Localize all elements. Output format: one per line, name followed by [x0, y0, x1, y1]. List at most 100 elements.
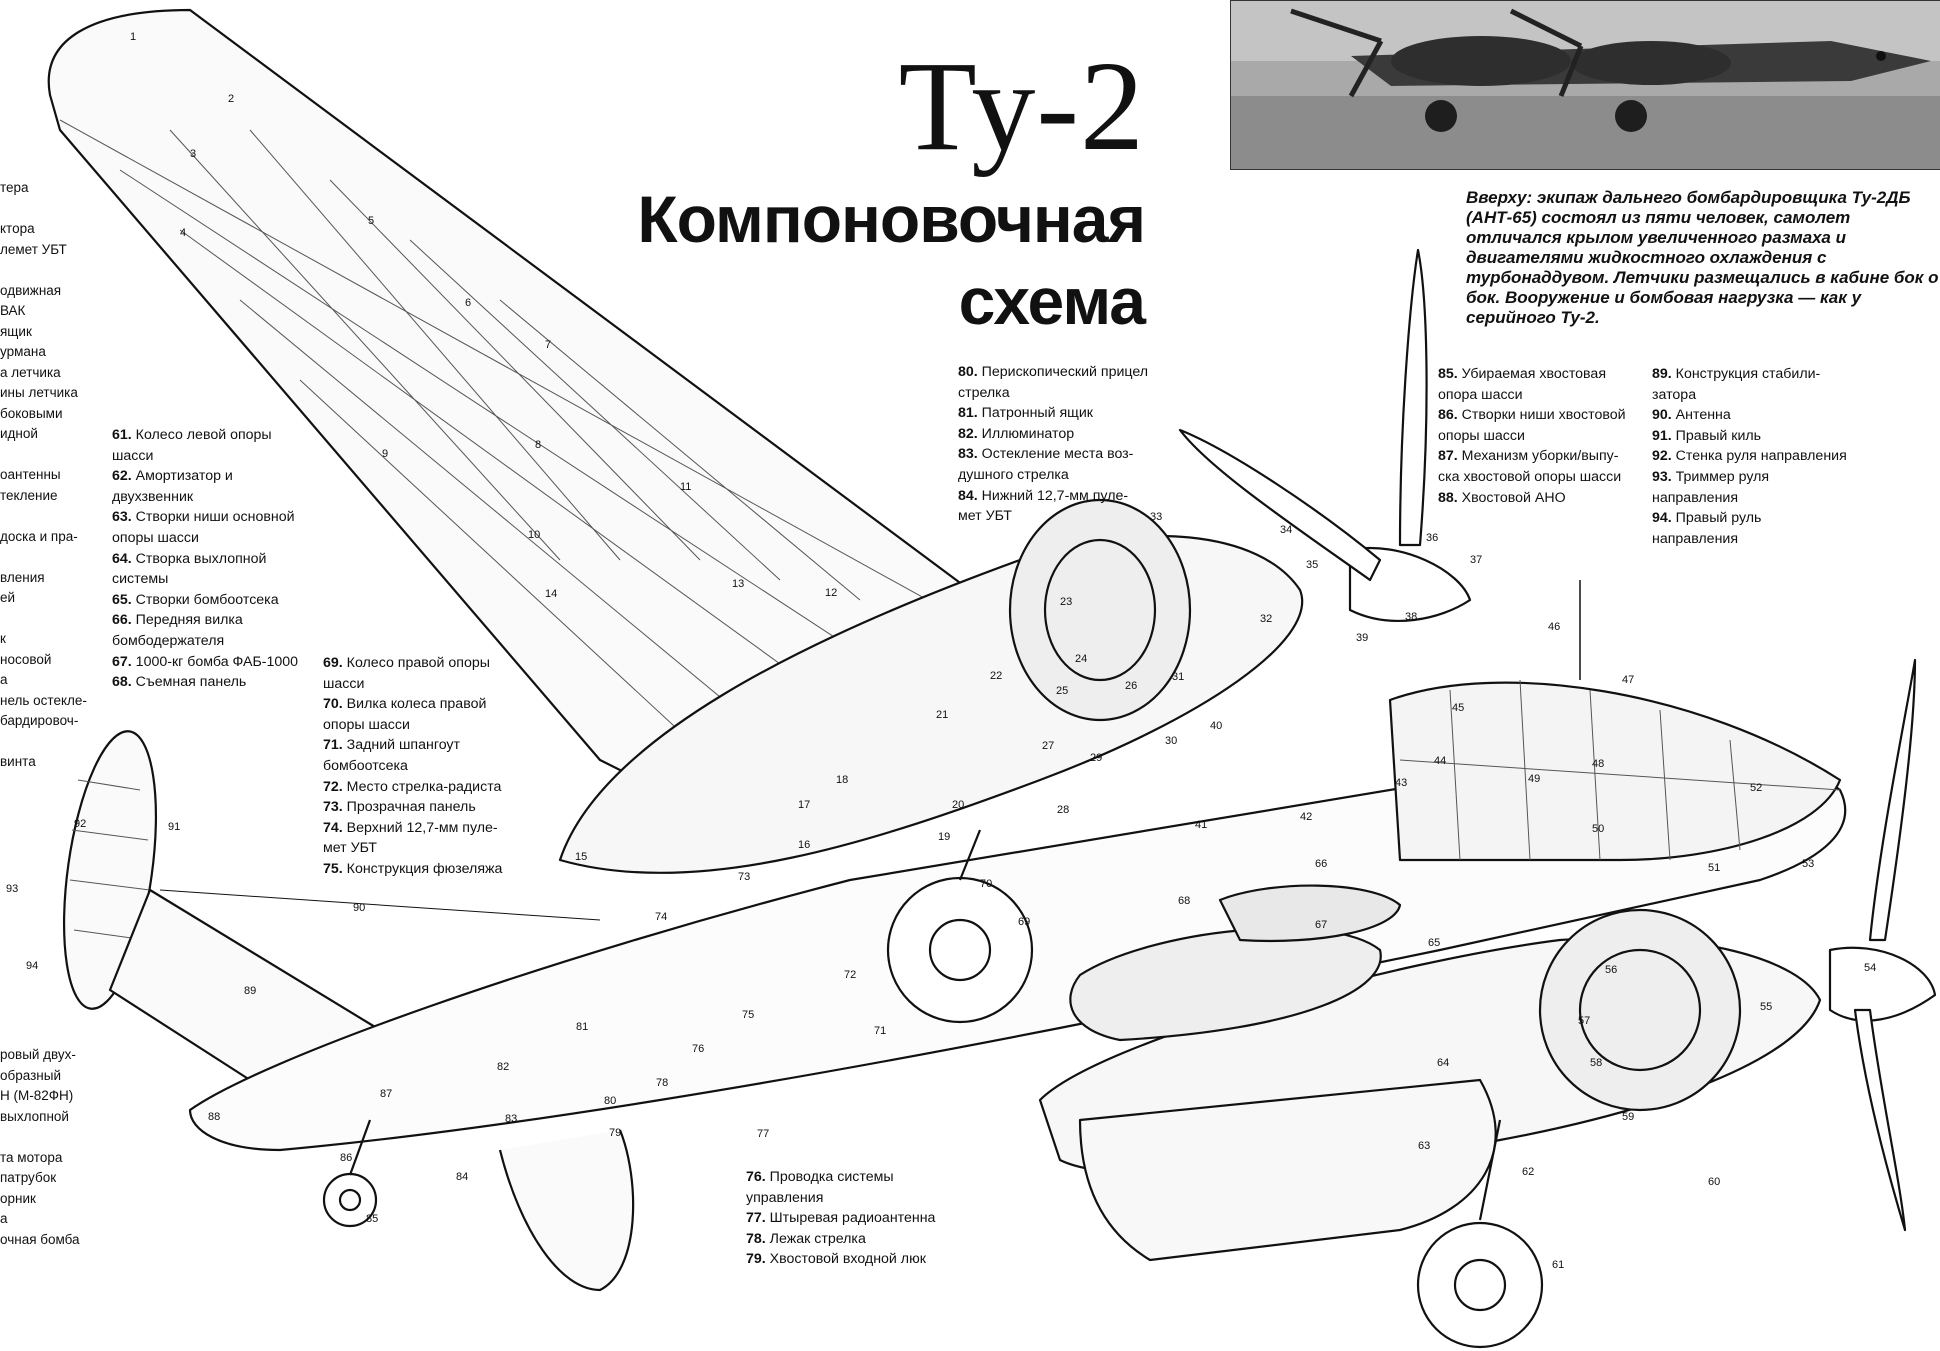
edge-text-fragment: ровый двух- [0, 1047, 76, 1062]
callout-78: 78 [656, 1077, 668, 1089]
edge-text-fragment [0, 260, 87, 281]
callout-79: 79 [609, 1127, 621, 1139]
legend-item-text: Нижний 12,7-мм пуле- мет УБТ [958, 487, 1129, 525]
callout-45: 45 [1452, 702, 1464, 714]
edge-text-fragment: оантенны [0, 467, 61, 482]
legend-item: 74. Верхний 12,7-мм пуле- мет УБТ [323, 818, 523, 859]
callout-85: 85 [366, 1213, 378, 1225]
callout-34: 34 [1280, 524, 1292, 536]
legend-item: 89. Конструкция стабили- затора [1652, 364, 1852, 405]
legend-item-text: Амортизатор и двухзвенник [112, 468, 233, 505]
legend-item: 79. Хвостовой входной люк [746, 1249, 946, 1270]
legend-item: 70. Вилка колеса правой опоры шасси [323, 694, 523, 735]
legend-item-number: 86. [1438, 407, 1458, 424]
callout-26: 26 [1125, 680, 1137, 692]
edge-text-fragment: ктора [0, 221, 35, 236]
aircraft-photo [1230, 0, 1940, 170]
legend-item-number: 88. [1438, 489, 1458, 506]
legend-item-text: Конструкция фюзеляжа [342, 860, 503, 877]
edge-text-fragment [0, 547, 87, 568]
callout-27: 27 [1042, 740, 1054, 752]
callout-84: 84 [456, 1171, 468, 1183]
edge-text-fragment: а [0, 1211, 8, 1226]
edge-text-fragment: урмана [0, 344, 46, 359]
legend-item-text: Створки ниши основной опоры шасси [112, 509, 295, 546]
callout-77: 77 [757, 1128, 769, 1140]
legend-item-number: 94. [1652, 510, 1672, 527]
legend-item: 75. Конструкция фюзеляжа [323, 859, 523, 880]
legend-item-text: Штыревая радиоантенна [765, 1210, 936, 1227]
left-prop-blade-top [1398, 248, 1428, 547]
edge-text-fragment [0, 445, 87, 466]
callout-21: 21 [936, 709, 948, 721]
edge-text-fragment: идной [0, 426, 38, 441]
callout-5: 5 [368, 215, 374, 227]
legend-item: 65. Створки бомбоотсека [112, 590, 322, 611]
callout-66: 66 [1315, 858, 1327, 870]
callout-90: 90 [353, 902, 365, 914]
legend-item: 87. Механизм уборки/выпу- ска хвостовой … [1438, 446, 1638, 487]
legend-item-number: 70. [323, 696, 343, 713]
legend-item: 92. Стенка руля направления [1652, 446, 1852, 467]
legend-item-text: Остекление места воз- душного стрелка [958, 446, 1134, 483]
callout-32: 32 [1260, 613, 1272, 625]
legend-item-number: 74. [323, 819, 343, 836]
legend-item: 94. Правый руль направления [1652, 508, 1852, 549]
callout-50: 50 [1592, 823, 1604, 835]
legend-item-number: 91. [1652, 427, 1672, 444]
callout-56: 56 [1605, 964, 1617, 976]
callout-82: 82 [497, 1061, 509, 1073]
callout-54: 54 [1864, 962, 1876, 974]
legend-item-number: 77. [746, 1210, 766, 1227]
callout-58: 58 [1590, 1057, 1602, 1069]
callout-8: 8 [535, 439, 541, 451]
legend-item-text: Лежак стрелка [765, 1230, 866, 1247]
callout-68: 68 [1178, 895, 1190, 907]
legend-item: 77. Штыревая радиоантенна [746, 1208, 946, 1229]
legend-item-text: Конструкция стабили- затора [1652, 366, 1821, 403]
edge-text-fragment: тера [0, 180, 29, 195]
subtitle-line-2: схема [958, 264, 1146, 338]
callout-31: 31 [1172, 671, 1184, 683]
legend-item: 81. Патронный ящик [958, 403, 1158, 424]
legend-item: 63. Створки ниши основной опоры шасси [112, 507, 322, 548]
callout-76: 76 [692, 1043, 704, 1055]
legend-item-number: 68. [112, 674, 132, 691]
edge-text-fragment [0, 1127, 80, 1148]
callout-20: 20 [952, 799, 964, 811]
edge-text-fragment: бардировоч- [0, 713, 79, 728]
callout-70: 70 [980, 878, 992, 890]
legend-item-text: Иллюминатор [977, 425, 1075, 442]
page-subtitle: Компоновочная схема [637, 178, 1146, 342]
callout-12: 12 [825, 587, 837, 599]
legend-item-number: 83. [958, 446, 978, 463]
legend-item: 69. Колесо правой опоры шасси [323, 653, 523, 694]
legend-item-number: 90. [1652, 407, 1672, 424]
legend-item-text: Задний шпангоут бомбоотсека [323, 737, 461, 774]
legend-item: 71. Задний шпангоут бомбоотсека [323, 735, 523, 776]
legend-item: 62. Амортизатор и двухзвенник [112, 466, 322, 507]
page-title: Ту-2 [898, 35, 1145, 177]
legend-item-number: 82. [958, 425, 978, 442]
legend-item-number: 65. [112, 591, 132, 608]
callout-61: 61 [1552, 1259, 1564, 1271]
callout-39: 39 [1356, 632, 1368, 644]
edge-text-fragment: а [0, 672, 8, 687]
legend-item: 90. Антенна [1652, 405, 1852, 426]
edge-text-fragment [0, 732, 87, 753]
callout-65: 65 [1428, 937, 1440, 949]
legend-item-number: 62. [112, 468, 132, 485]
legend-item: 73. Прозрачная панель [323, 797, 523, 818]
callout-6: 6 [465, 297, 471, 309]
callout-41: 41 [1195, 819, 1207, 831]
callout-49: 49 [1528, 773, 1540, 785]
callout-3: 3 [190, 148, 196, 160]
edge-text-fragment: доска и пра- [0, 528, 78, 544]
edge-text-fragment: носовой [0, 651, 52, 667]
legend-item-number: 78. [746, 1230, 766, 1247]
